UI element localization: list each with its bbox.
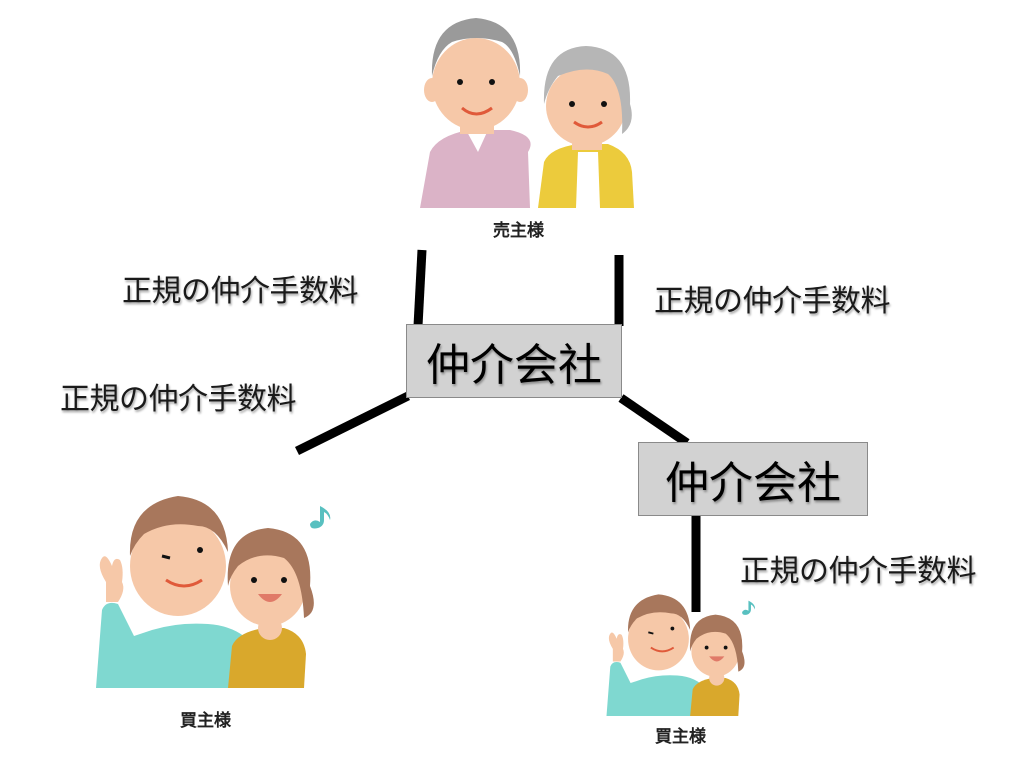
fee-label-seller-right: 正規の仲介手数料 bbox=[654, 284, 891, 319]
fee-label-seller-left: 正規の仲介手数料 bbox=[122, 274, 359, 309]
fee-label-buyer-left: 正規の仲介手数料 bbox=[60, 382, 297, 417]
buyer-illustration-large bbox=[96, 496, 331, 688]
seller-label: 売主様 bbox=[493, 221, 544, 241]
seller-illustration bbox=[420, 18, 634, 208]
buyer-label-large: 買主様 bbox=[180, 711, 231, 731]
buyer-label-small: 買主様 bbox=[655, 727, 706, 747]
line-agency-to-agency bbox=[618, 394, 690, 447]
agency-box-buyer-side: 仲介会社 bbox=[638, 442, 868, 516]
agency-box-seller-side: 仲介会社 bbox=[406, 324, 622, 398]
buyer-illustration-small bbox=[606, 594, 755, 716]
line-agency-to-buyer-left bbox=[295, 391, 410, 456]
fee-label-buyer-right: 正規の仲介手数料 bbox=[740, 554, 977, 589]
line-seller-left bbox=[413, 249, 427, 327]
